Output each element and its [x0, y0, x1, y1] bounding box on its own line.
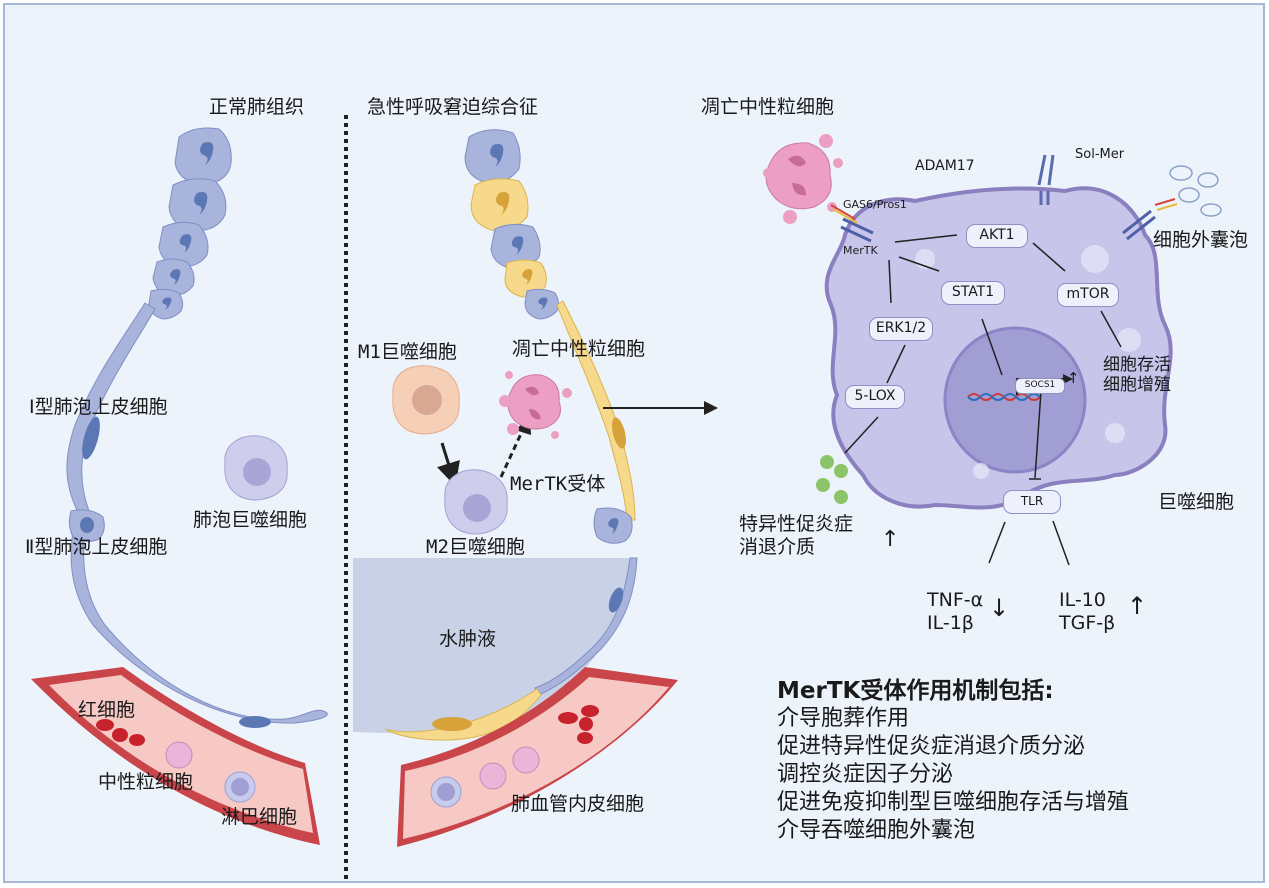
m2-macrophage [444, 469, 508, 535]
m1-macrophage [392, 365, 460, 435]
vesicle-receptor-icon [1122, 209, 1156, 241]
type1-nucleus [82, 416, 100, 460]
neutrophil [165, 741, 193, 769]
extracellular-vesicles [1169, 165, 1222, 217]
antiinflammatory-up-arrow: ↑ [1127, 592, 1148, 620]
nucleus [943, 326, 1087, 474]
m2-macrophage-label: M2巨噬细胞 [426, 536, 525, 558]
illustration [31, 115, 1222, 883]
edema-label: 水肿液 [439, 628, 497, 650]
ards-type2-cell [593, 507, 633, 544]
ards-epithelium-column [464, 129, 560, 320]
summary-title: MerTK受体作用机制包括: [777, 678, 1054, 704]
spm-line1: 特异性促炎症 [739, 513, 854, 535]
summary-item: 促进免疫抑制型巨噬细胞存活与增殖 [777, 790, 1130, 815]
type1-cell-label: Ⅰ型肺泡上皮细胞 [29, 396, 168, 418]
spm-line2: 消退介质 [739, 536, 816, 558]
sol-mer-label: Sol-Mer [1075, 147, 1125, 162]
type2-cell [152, 258, 195, 297]
spm-label: 特异性促炎症 消退介质 [739, 513, 853, 559]
mertk-label: MerTK [843, 244, 878, 257]
spm-up-arrow: ↑ [881, 527, 900, 552]
gas6-ligand [830, 204, 858, 224]
mtor-node: mTOR [1057, 283, 1119, 307]
m1-to-m2-arrow [436, 442, 460, 487]
lymphocyte-label: 淋巴细胞 [221, 806, 298, 828]
akt1-node: AKT1 [966, 224, 1028, 248]
neutrophil [479, 762, 507, 790]
gas6-label: GAS6/Pros1 [843, 198, 907, 211]
type2-cell [148, 288, 184, 320]
il1-label: IL-1β [927, 612, 974, 634]
neutrophil [512, 746, 540, 774]
survival-label: 细胞存活 细胞增殖 [1103, 355, 1171, 395]
type2-cell [174, 127, 232, 186]
erk-node: ERK1/2 [869, 317, 933, 341]
socs1-up-arrow: ↑ [1067, 369, 1080, 387]
adam17-label: ADAM17 [915, 158, 975, 174]
mertk-receptor-icon [840, 217, 874, 243]
summary-item: 调控炎症因子分泌 [777, 762, 954, 787]
il10-label: IL-10 [1059, 589, 1106, 611]
type2-cell [168, 178, 227, 232]
tnf-label: TNF-α [927, 589, 984, 611]
pathway-arrows [844, 234, 1122, 566]
mechanism-summary: MerTK受体作用机制包括: 介导胞葬作用 促进特异性促炎症消退介质分泌 调控炎… [777, 677, 1129, 845]
red-blood-cell [129, 734, 145, 746]
proinflammatory-down-arrow: ↓ [989, 594, 1010, 622]
rbc-label: 红细胞 [78, 699, 136, 721]
type1-nucleus [239, 716, 271, 728]
survival-text: 细胞存活 [1103, 355, 1171, 375]
alveolar-macrophage-label: 肺泡巨噬细胞 [193, 509, 308, 531]
extracellular-vesicle-label: 细胞外囊泡 [1153, 229, 1249, 251]
blood-vessel-normal [31, 667, 320, 845]
mertk-receptor-label: MerTK受体 [510, 473, 606, 495]
proinflammatory-cytokines: TNF-α IL-1β [927, 589, 983, 635]
type2-cell-lower [68, 509, 105, 543]
neutrophil-label: 中性粒细胞 [98, 771, 194, 793]
figure-canvas: 正常肺组织 Ⅰ型肺泡上皮细胞 肺泡巨噬细胞 Ⅱ型肺泡上皮细胞 红细胞 中性粒细胞… [3, 3, 1265, 883]
ards-title: 急性呼吸窘迫综合征 [367, 96, 539, 118]
antiinflammatory-cytokines: IL-10 TGF-β [1059, 589, 1115, 635]
apoptotic-neutrophil-label-top: 凋亡中性粒细胞 [701, 96, 835, 118]
normal-type2-cell-column [148, 127, 232, 320]
summary-item: 介导胞葬作用 [777, 706, 910, 731]
apoptotic-neutrophil-top [763, 134, 843, 224]
tgf-label: TGF-β [1059, 612, 1116, 634]
m1-macrophage-label: M1巨噬细胞 [358, 341, 457, 363]
normal-lung-title: 正常肺组织 [209, 96, 305, 118]
stat1-node: STAT1 [941, 281, 1005, 305]
summary-item: 促进特异性促炎症消退介质分泌 [777, 734, 1086, 759]
red-blood-cell [96, 719, 114, 731]
sol-mer-receptor-icon [1037, 154, 1055, 205]
type1-epithelium [66, 302, 328, 724]
type2-cell-label: Ⅱ型肺泡上皮细胞 [25, 536, 168, 558]
red-blood-cell [112, 728, 128, 742]
alveolar-macrophage [224, 435, 288, 501]
endothelial-label: 肺血管内皮细胞 [511, 793, 645, 815]
5-lox-node: 5-LOX [845, 385, 905, 409]
proliferation-text: 细胞增殖 [1103, 375, 1171, 395]
apoptotic-neutrophil-label-middle: 凋亡中性粒细胞 [512, 338, 646, 360]
vesicle-ligand [1154, 198, 1178, 211]
socs1-node: SOCS1 [1015, 378, 1065, 394]
type2-cell [158, 221, 209, 268]
spm-molecules [816, 455, 848, 504]
tlr-node: TLR [1003, 490, 1061, 514]
macrophage-label: 巨噬细胞 [1158, 491, 1235, 513]
blood-vessel-ards [397, 667, 678, 847]
summary-item: 介导吞噬细胞外囊泡 [777, 818, 976, 843]
apoptotic-neutrophil-middle [499, 371, 572, 439]
